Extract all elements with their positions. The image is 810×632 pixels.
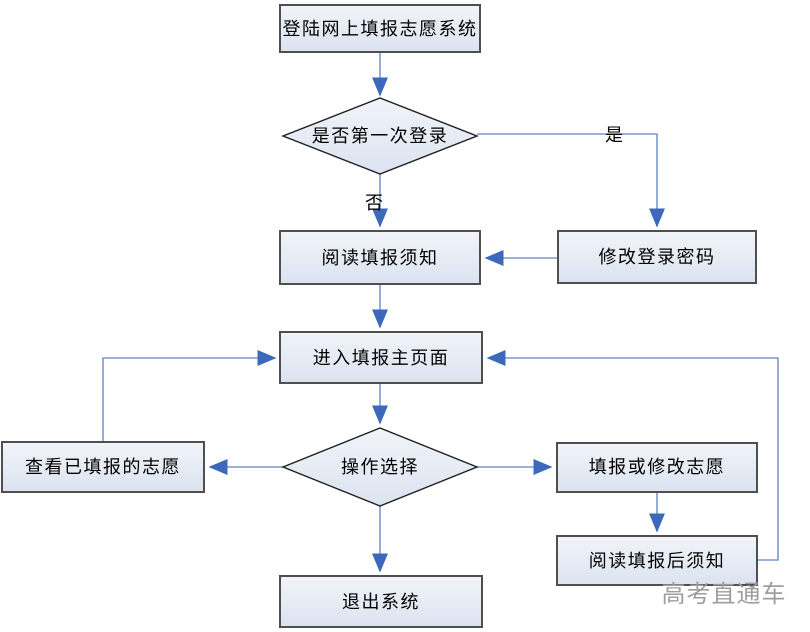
node-first-login: 是否第一次登录 — [281, 97, 479, 175]
edge-viewfilled-to-mainpage — [102, 350, 277, 442]
node-after-notice-box — [556, 535, 758, 586]
node-main-page: 进入填报主页面 — [279, 331, 483, 384]
node-main-page-box — [279, 331, 483, 384]
node-main-page-label: 进入填报主页面 — [313, 348, 450, 368]
node-after-notice-label: 阅读填报后须知 — [589, 551, 726, 571]
node-view-filled: 查看已填报的志愿 — [1, 441, 205, 493]
node-operation: 操作选择 — [281, 427, 479, 507]
node-read-notice: 阅读填报须知 — [279, 230, 481, 285]
node-exit-box — [279, 575, 483, 628]
node-exit: 退出系统 — [279, 575, 483, 628]
watermark: 高考直通车 — [662, 581, 787, 608]
edge-firstlogin-yes-to-changepassword — [477, 133, 665, 228]
node-first-login-diamond — [281, 97, 479, 175]
edge-label-yes: 是 — [605, 125, 623, 145]
node-read-notice-label: 阅读填报须知 — [322, 248, 439, 268]
node-fill-modify-box — [556, 442, 758, 493]
node-change-password-box — [557, 230, 757, 284]
node-operation-diamond — [281, 427, 479, 507]
node-operation-label: 操作选择 — [341, 457, 419, 477]
node-change-password: 修改登录密码 — [557, 230, 757, 284]
edge-label-no: 否 — [365, 193, 383, 213]
node-after-notice: 阅读填报后须知 — [556, 535, 758, 586]
node-read-notice-box — [279, 230, 481, 285]
node-view-filled-label: 查看已填报的志愿 — [25, 457, 181, 477]
node-login: 登陆网上填报志愿系统 — [279, 4, 481, 53]
node-fill-modify-label: 填报或修改志愿 — [589, 457, 726, 477]
node-view-filled-box — [1, 441, 205, 493]
node-change-password-label: 修改登录密码 — [599, 247, 716, 267]
edge-afternotice-to-mainpage — [486, 350, 779, 561]
node-first-login-label: 是否第一次登录 — [312, 126, 449, 146]
node-exit-label: 退出系统 — [342, 592, 420, 612]
node-login-label: 登陆网上填报志愿系统 — [283, 19, 478, 39]
node-login-box — [279, 4, 481, 53]
node-fill-modify: 填报或修改志愿 — [556, 442, 758, 493]
